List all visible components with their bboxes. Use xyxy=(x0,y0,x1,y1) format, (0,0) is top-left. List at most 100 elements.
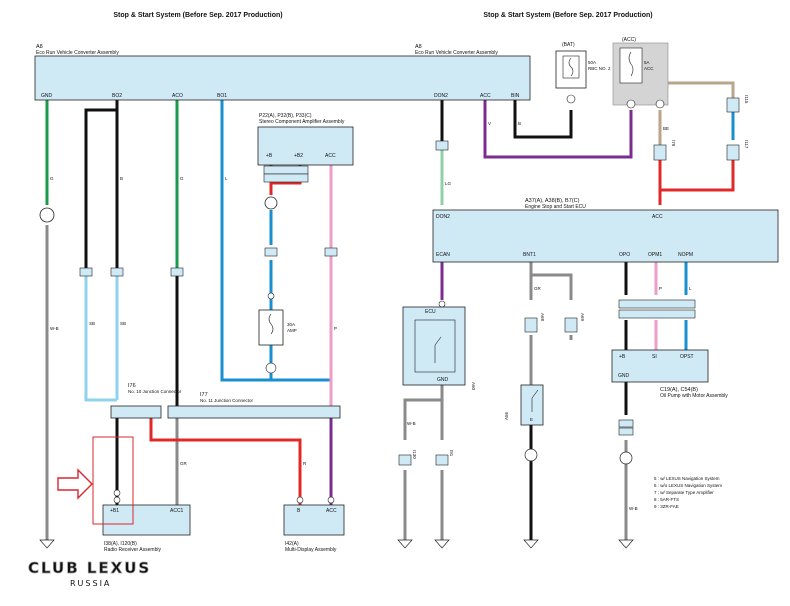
radio-term-acc1: ACC1 xyxy=(170,508,184,514)
wire-label-l: L xyxy=(225,176,228,181)
j1-connector xyxy=(726,97,740,113)
gnd-splice xyxy=(39,207,55,223)
j4-label: I130 xyxy=(412,450,417,459)
amp-name: Stereo Component Amplifier Assembly xyxy=(259,119,345,125)
j5-label: I91 xyxy=(449,450,454,457)
wire-label-r: R xyxy=(303,461,307,466)
wire-label-p2: P xyxy=(659,286,662,291)
ecu-box xyxy=(432,209,779,263)
oilpump-b: +B xyxy=(619,354,626,360)
wire-label-b1: B xyxy=(120,176,123,181)
term-bo2: BO2 xyxy=(112,93,122,99)
wire-label-g: G xyxy=(50,176,54,181)
multi-code: I42(A) xyxy=(285,541,299,547)
term-aco: ACO xyxy=(172,93,183,99)
j5-connector xyxy=(435,454,449,466)
a8-left-name: Eco Run Vehicle Converter Assembly xyxy=(36,50,119,56)
wire-label-p: P xyxy=(334,326,337,331)
ecu-term-don2: DON2 xyxy=(436,214,450,220)
amp-box xyxy=(257,126,354,166)
radio-box xyxy=(102,504,191,536)
i77-box xyxy=(167,405,341,419)
multi-name: Multi-Display Assembly xyxy=(285,547,337,553)
oilpump-code: C19(A), C54(B) xyxy=(660,387,698,393)
amp-code: P22(A), P32(B), P33(C) xyxy=(259,113,312,119)
i77-name: No. 11 Junction Connector xyxy=(200,398,253,403)
amp-term-acc: ACC xyxy=(325,153,336,159)
a8-right-name: Eco Run Vehicle Converter Assembly xyxy=(415,50,498,56)
acc-fuse-label: 5A xyxy=(644,60,650,65)
note-3: 7 : w/ Separate Type Amplifier xyxy=(654,490,714,495)
switch-b-gnd: GND xyxy=(437,377,449,383)
wire-label-sb1: SB xyxy=(89,321,95,326)
i76-name: No. 10 Junction Connector xyxy=(128,389,182,394)
left-title: Stop & Start System (Before Sep. 2017 Pr… xyxy=(113,12,282,19)
note-4: 8 : 5AR-FTS xyxy=(654,497,679,502)
i77-code: I77 xyxy=(200,392,208,398)
radio-highlight xyxy=(92,436,134,525)
wire-label-lg: LG xyxy=(445,181,452,186)
ecu-code: A37(A), A38(B), B7(C) xyxy=(525,198,580,204)
wire-label-be: BE xyxy=(663,126,669,131)
wire-label-wb3: W-B xyxy=(629,506,638,511)
j2-label: I79 xyxy=(671,140,676,147)
wire-r-multi xyxy=(149,418,302,505)
wire-label-wb: W-B xyxy=(50,326,59,331)
switch-b-code: A60 xyxy=(471,382,476,391)
radio-name: Radio Receiver Assembly xyxy=(104,547,161,553)
ecu-term-nopm: NOPM xyxy=(678,252,693,258)
j7-label: A69 xyxy=(580,313,585,322)
wire-label-sb2: SB xyxy=(120,321,126,326)
arrow-right-icon xyxy=(57,468,93,500)
note-2: 6 : w/o LEXUS Navigation System xyxy=(654,483,722,488)
amp-term-b: +B xyxy=(266,153,273,159)
wire-label-b2: B xyxy=(518,121,521,126)
switch-a-icon xyxy=(531,389,539,412)
bat-fuse-title: (BAT) xyxy=(562,42,575,48)
wire-label-gr2: GR xyxy=(534,286,542,291)
wire-sb-lhd xyxy=(84,276,117,402)
wire-acc-be xyxy=(658,81,735,100)
radio-code: I38(A), I120(B) xyxy=(104,541,137,547)
switch-b-icon xyxy=(434,336,442,363)
wire-acc-v xyxy=(483,100,633,159)
j6-connector xyxy=(524,317,538,333)
wire-label-wb2: W-B xyxy=(407,421,416,426)
amp-splice xyxy=(264,196,278,210)
amp-term-b2: +B2 xyxy=(294,153,303,159)
radio-term-b1: +B1 xyxy=(110,508,119,514)
right-title: Stop & Start System (Before Sep. 2017 Pr… xyxy=(483,12,652,19)
wire-label-gr: GR xyxy=(180,461,188,466)
j3-label: I117 xyxy=(744,140,749,149)
a8-left-code: A8 xyxy=(36,44,43,50)
oilpump-opst: OPST xyxy=(680,354,694,360)
term-acc: ACC xyxy=(480,93,491,99)
j3-connector xyxy=(726,144,740,161)
ground-icon-1 xyxy=(39,539,55,549)
term-gnd: GND xyxy=(41,93,53,99)
ecu-term-acc: ACC xyxy=(652,214,663,220)
wire-bo2-b xyxy=(84,100,119,268)
i76-box xyxy=(110,405,162,419)
ground-icon-2 xyxy=(397,539,413,549)
ground-icon-5 xyxy=(618,539,634,549)
a8-converter-box xyxy=(34,55,531,101)
j6-label: A68 xyxy=(540,313,545,322)
oilpump-name: Oil Pump with Motor Assembly xyxy=(660,393,728,399)
note-5: 9 : 3ZR-FAE xyxy=(654,504,679,509)
wire-label-v: V xyxy=(488,121,491,126)
amp-fuse-sub: AMP xyxy=(287,328,297,333)
oilpump-gnd: GND xyxy=(618,373,630,379)
oilpump-si: SI xyxy=(652,354,657,360)
ecu-name: Engine Stop and Start ECU xyxy=(525,204,586,210)
watermark-sub: RUSSIA xyxy=(70,579,111,588)
wire-bin-b xyxy=(513,100,573,139)
wire-label-g2: G xyxy=(180,176,184,181)
ground-icon-3 xyxy=(434,539,450,549)
i76-code: I76 xyxy=(128,383,136,389)
term-bo1: BO1 xyxy=(217,93,227,99)
amp-fuse-label: 30A xyxy=(287,322,295,327)
j1-label: I115 xyxy=(744,95,749,104)
a8-right-code: A8 xyxy=(415,44,422,50)
